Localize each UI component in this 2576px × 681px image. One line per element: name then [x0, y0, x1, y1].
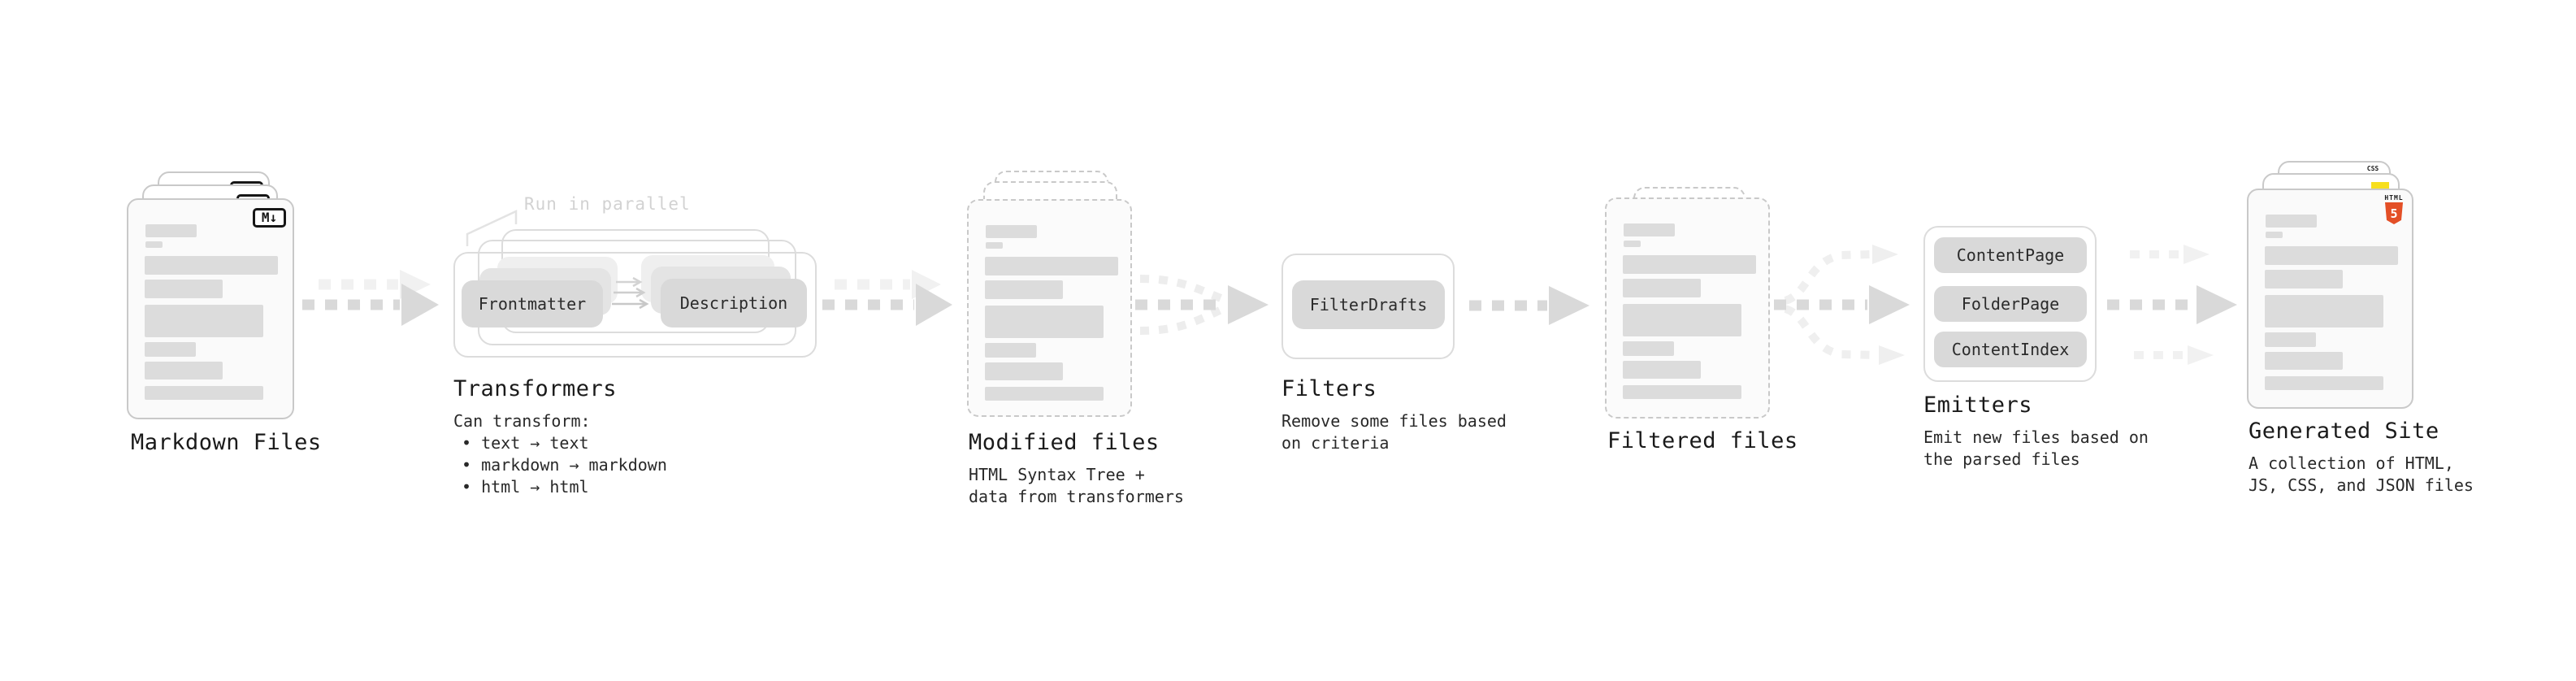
- markdown-file-card-front: M↓: [127, 198, 294, 419]
- content-line: [1623, 255, 1756, 274]
- frontmatter-pill: Frontmatter: [462, 280, 603, 327]
- section-label-markdown-files: Markdown Files: [131, 430, 322, 455]
- css-icon-label: CSS: [2366, 165, 2379, 172]
- filtered-file-card-front: [1605, 197, 1770, 419]
- content-line: [1623, 304, 1741, 336]
- desc-line: Remove some files based: [1281, 411, 1507, 431]
- content-line: [2265, 376, 2383, 390]
- content-line: [985, 343, 1036, 358]
- content-line: [2266, 215, 2317, 228]
- desc-bullet: • markdown → markdown: [462, 455, 667, 475]
- content-line: [1623, 385, 1741, 399]
- flow-arrow-modified-to-filters: [1135, 275, 1268, 335]
- flow-arrow-emitters-to-generated: [2107, 245, 2237, 365]
- section-desc-transformers: Can transform: • text → text • markdown …: [453, 410, 667, 498]
- content-line: [145, 362, 223, 380]
- content-line: [1624, 223, 1675, 236]
- section-desc-emitters: Emit new files based on the parsed files: [1923, 427, 2149, 471]
- content-line: [986, 225, 1037, 238]
- html5-icon-label: HTML: [2384, 194, 2404, 202]
- content-line: [985, 306, 1104, 338]
- content-line: [145, 342, 196, 357]
- section-label-emitters: Emitters: [1923, 393, 2033, 418]
- content-line: [1623, 361, 1701, 379]
- emitter-pill-contentpage: ContentPage: [1934, 237, 2087, 273]
- content-line: [985, 362, 1063, 380]
- pill-flow-arrows: [612, 276, 649, 310]
- desc-line: on criteria: [1281, 433, 1390, 453]
- section-desc-filters: Remove some files based on criteria: [1281, 410, 1507, 454]
- content-line: [986, 242, 1003, 249]
- content-line: [145, 280, 223, 298]
- desc-line: HTML Syntax Tree +: [969, 465, 1145, 484]
- desc-line: JS, CSS, and JSON files: [2249, 475, 2474, 495]
- filterdrafts-pill: FilterDrafts: [1292, 280, 1445, 329]
- content-line: [145, 224, 197, 237]
- flow-arrow-filters-to-filtered: [1469, 286, 1589, 325]
- content-line: [2265, 246, 2398, 265]
- desc-bullet: • text → text: [462, 433, 589, 453]
- markdown-icon: M↓: [253, 208, 286, 228]
- modified-file-card-front: [967, 199, 1132, 417]
- content-line: [985, 257, 1118, 275]
- content-line: [145, 386, 263, 400]
- section-label-generated-site: Generated Site: [2249, 419, 2439, 444]
- content-line: [985, 280, 1063, 299]
- run-in-parallel-leader-line: [466, 210, 518, 246]
- content-line: [2265, 270, 2343, 288]
- section-label-transformers: Transformers: [453, 376, 618, 401]
- description-pill: Description: [661, 279, 807, 327]
- html5-icon: HTML 5: [2384, 194, 2404, 224]
- content-line: [145, 305, 263, 337]
- content-line: [145, 256, 278, 275]
- content-line: [2266, 232, 2283, 238]
- section-desc-generated-site: A collection of HTML, JS, CSS, and JSON …: [2249, 453, 2474, 497]
- flow-arrow-markdown-to-transformers: [302, 270, 439, 326]
- section-label-filters: Filters: [1281, 376, 1377, 401]
- content-line: [1623, 341, 1674, 356]
- desc-line: Emit new files based on: [1923, 427, 2149, 447]
- html5-icon-shield: 5: [2385, 202, 2403, 224]
- flow-arrow-transformers-to-modified: [822, 270, 952, 326]
- desc-line: the parsed files: [1923, 449, 2080, 469]
- generated-file-card-html: HTML 5: [2247, 189, 2413, 409]
- emitter-pill-contentindex: ContentIndex: [1934, 332, 2087, 367]
- content-line: [2265, 352, 2343, 370]
- flow-arrow-filtered-to-emitters: [1774, 245, 1910, 365]
- section-label-modified-files: Modified files: [969, 430, 1160, 455]
- emitter-pill-folderpage: FolderPage: [1934, 286, 2087, 322]
- content-line: [985, 387, 1104, 401]
- run-in-parallel-note: Run in parallel: [524, 194, 691, 214]
- html5-icon-number: 5: [2390, 206, 2398, 221]
- transformer-box-front: [453, 252, 817, 358]
- content-line: [1624, 241, 1641, 247]
- desc-bullet: • html → html: [462, 477, 589, 497]
- desc-line: Can transform:: [453, 411, 591, 431]
- desc-line: A collection of HTML,: [2249, 453, 2454, 473]
- content-line: [1623, 279, 1701, 297]
- content-line: [145, 241, 163, 248]
- desc-line: data from transformers: [969, 487, 1184, 506]
- section-desc-modified-files: HTML Syntax Tree + data from transformer…: [969, 464, 1184, 508]
- content-line: [2265, 295, 2383, 327]
- section-label-filtered-files: Filtered files: [1607, 428, 1798, 453]
- content-line: [2265, 332, 2316, 347]
